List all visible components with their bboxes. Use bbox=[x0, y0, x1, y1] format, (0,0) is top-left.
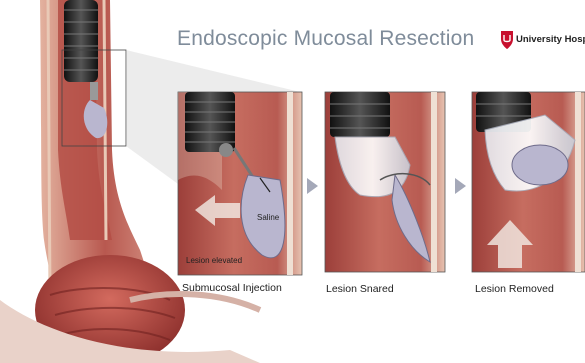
saline-label: Saline bbox=[257, 213, 279, 222]
hospital-logo: University Hospital bbox=[500, 30, 585, 52]
panel-lesion-removed bbox=[472, 92, 585, 272]
panel-lesion-snared bbox=[325, 92, 445, 272]
step-arrow-1 bbox=[307, 178, 318, 194]
caption-lesion-removed: Lesion Removed bbox=[475, 283, 554, 295]
lesion-elevated-label: Lesion elevated bbox=[186, 256, 242, 265]
panel-submucosal-injection bbox=[178, 92, 302, 275]
shield-icon bbox=[500, 30, 514, 50]
caption-lesion-snared: Lesion Snared bbox=[326, 283, 394, 295]
page-title: Endoscopic Mucosal Resection bbox=[177, 27, 474, 51]
step-arrow-2 bbox=[455, 178, 466, 194]
logo-text: University Hospital bbox=[516, 34, 585, 45]
caption-submucosal-injection: Submucosal Injection bbox=[182, 282, 282, 294]
